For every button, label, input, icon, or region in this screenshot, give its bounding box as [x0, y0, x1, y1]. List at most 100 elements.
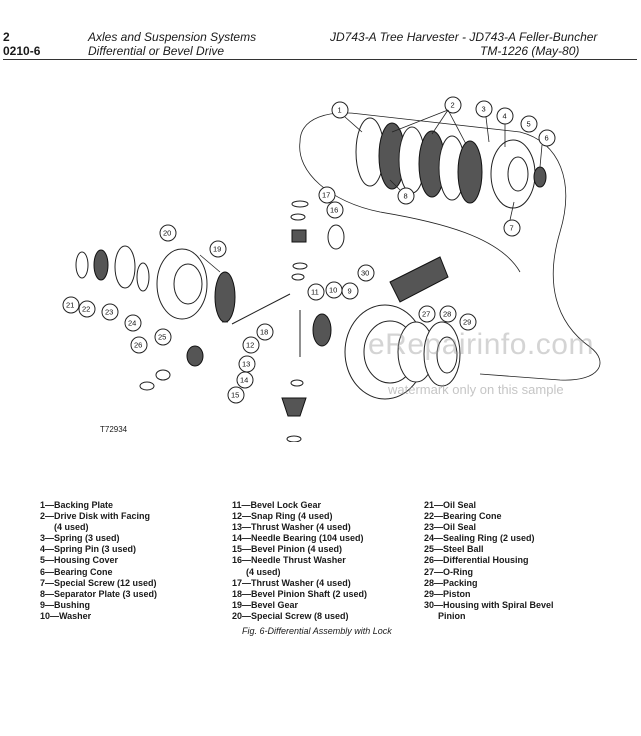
callout-13: 13	[238, 355, 256, 373]
legend-item: 28—Packing	[424, 577, 478, 588]
header-tm: TM-1226 (May-80)	[480, 44, 580, 58]
watermark: eRepairinfo.com	[368, 328, 594, 361]
watermark-note: watermark only on this sample	[388, 382, 564, 397]
leader-lines	[199, 109, 543, 323]
figure-code: T72934	[100, 425, 128, 434]
callout-4: 4	[496, 107, 514, 125]
callout-19: 19	[209, 240, 227, 258]
callout-7: 7	[503, 219, 521, 237]
legend-item: 10—Washer	[40, 610, 92, 621]
legend-item: 19—Bevel Gear	[232, 599, 299, 610]
callout-28: 28	[439, 305, 457, 323]
legend-item: 9—Bushing	[40, 599, 91, 610]
callout-26: 26	[130, 336, 148, 354]
legend-item: 1—Backing Plate	[40, 500, 114, 510]
svg-text:3: 3	[482, 105, 486, 114]
svg-text:5: 5	[527, 120, 531, 129]
pinion-cluster	[290, 200, 345, 281]
svg-text:26: 26	[134, 341, 142, 350]
callout-14: 14	[236, 371, 254, 389]
svg-text:17: 17	[322, 191, 330, 200]
svg-text:4: 4	[503, 112, 507, 121]
callout-21: 21	[62, 296, 80, 314]
svg-text:22: 22	[82, 305, 90, 314]
legend-item: 24—Sealing Ring (2 used)	[424, 533, 535, 544]
legend-item: 4—Spring Pin (3 used)	[40, 544, 137, 555]
callout-10: 10	[325, 281, 343, 299]
header-rule	[3, 59, 637, 60]
legend-item: 20—Special Screw (8 used)	[232, 610, 349, 621]
legend-item: 8—Separator Plate (3 used)	[40, 588, 158, 599]
svg-text:7: 7	[510, 224, 514, 233]
legend-item: 13—Thrust Washer (4 used)	[232, 522, 351, 533]
svg-text:23: 23	[105, 308, 113, 317]
svg-text:24: 24	[128, 319, 136, 328]
housing-cover	[490, 139, 547, 209]
legend-item: 23—Oil Seal	[424, 522, 477, 533]
svg-text:21: 21	[66, 301, 74, 310]
svg-text:19: 19	[213, 245, 221, 254]
callout-6: 6	[538, 129, 556, 147]
svg-text:6: 6	[545, 134, 549, 143]
legend-item: 21—Oil Seal	[424, 500, 477, 510]
legend-item: 25—Steel Ball	[424, 544, 484, 555]
legend-item: 6—Bearing Cone	[40, 566, 113, 577]
svg-text:9: 9	[348, 287, 352, 296]
exploded-diagram: 1 2 3 4 5 6 7 8 9 10 11 12 13 14 15 16 1…	[62, 96, 601, 442]
page-number: 2	[3, 30, 10, 44]
svg-text:20: 20	[163, 229, 171, 238]
callout-20: 20	[159, 224, 177, 242]
callout-24: 24	[124, 314, 142, 332]
svg-text:12: 12	[246, 341, 254, 350]
callout-15: 15	[227, 386, 245, 404]
legend-item: 26—Differential Housing	[424, 555, 529, 566]
callout-16: 16	[326, 201, 344, 219]
svg-text:27: 27	[422, 310, 430, 319]
svg-text:18: 18	[260, 328, 268, 337]
legend-item: 22—Bearing Cone	[424, 511, 502, 522]
bevel-gear	[214, 271, 236, 323]
assembly-outline-inner	[299, 141, 521, 273]
left-seals	[75, 245, 150, 292]
callout-22: 22	[78, 300, 96, 318]
svg-text:30: 30	[361, 269, 369, 278]
legend-item-continuation: Pinion	[438, 610, 466, 621]
legend-item: 18—Bevel Pinion Shaft (2 used)	[232, 588, 368, 599]
lower-parts	[139, 345, 307, 442]
legend-item-continuation: (4 used)	[246, 566, 281, 577]
svg-text:29: 29	[463, 318, 471, 327]
bevel-lock-gear	[312, 313, 332, 347]
callout-9: 9	[341, 282, 359, 300]
callout-29: 29	[459, 313, 477, 331]
svg-text:8: 8	[404, 192, 408, 201]
header-title: Axles and Suspension Systems	[88, 30, 257, 44]
svg-text:10: 10	[329, 286, 337, 295]
callout-17: 17	[318, 186, 336, 204]
legend-item: 7—Special Screw (12 used)	[40, 577, 157, 588]
legend-item: 30—Housing with Spiral Bevel	[424, 599, 554, 610]
legend-item: 16—Needle Thrust Washer	[232, 555, 346, 566]
svg-text:16: 16	[330, 206, 338, 215]
legend-item: 3—Spring (3 used)	[40, 533, 120, 544]
legend-item: 17—Thrust Washer (4 used)	[232, 577, 351, 588]
disk-pack	[355, 117, 483, 204]
pinion-shaft	[231, 293, 291, 325]
legend-item: 2—Drive Disk with Facing	[40, 511, 151, 522]
callout-18: 18	[256, 323, 274, 341]
legend-item-continuation: (4 used)	[54, 522, 89, 533]
legend-column-1: 1—Backing Plate 2—Drive Disk with Facing…	[40, 500, 157, 622]
figure-caption: Fig. 6-Differential Assembly with Lock	[242, 626, 392, 636]
differential-housing	[156, 248, 208, 320]
callout-3: 3	[475, 100, 493, 118]
callout-30: 30	[357, 264, 375, 282]
legend-column-2: 11—Bevel Lock Gear 12—Snap Ring (4 used)…	[232, 500, 367, 622]
legend-item: 12—Snap Ring (4 used)	[232, 511, 333, 522]
callout-11: 11	[307, 283, 325, 301]
piston-set	[397, 321, 461, 387]
callout-27: 27	[418, 305, 436, 323]
legend-item: 11—Bevel Lock Gear	[232, 500, 322, 510]
svg-text:15: 15	[231, 391, 239, 400]
legend-item: 5—Housing Cover	[40, 555, 119, 566]
legend-item: 27—O-Ring	[424, 566, 474, 577]
svg-text:25: 25	[158, 333, 166, 342]
